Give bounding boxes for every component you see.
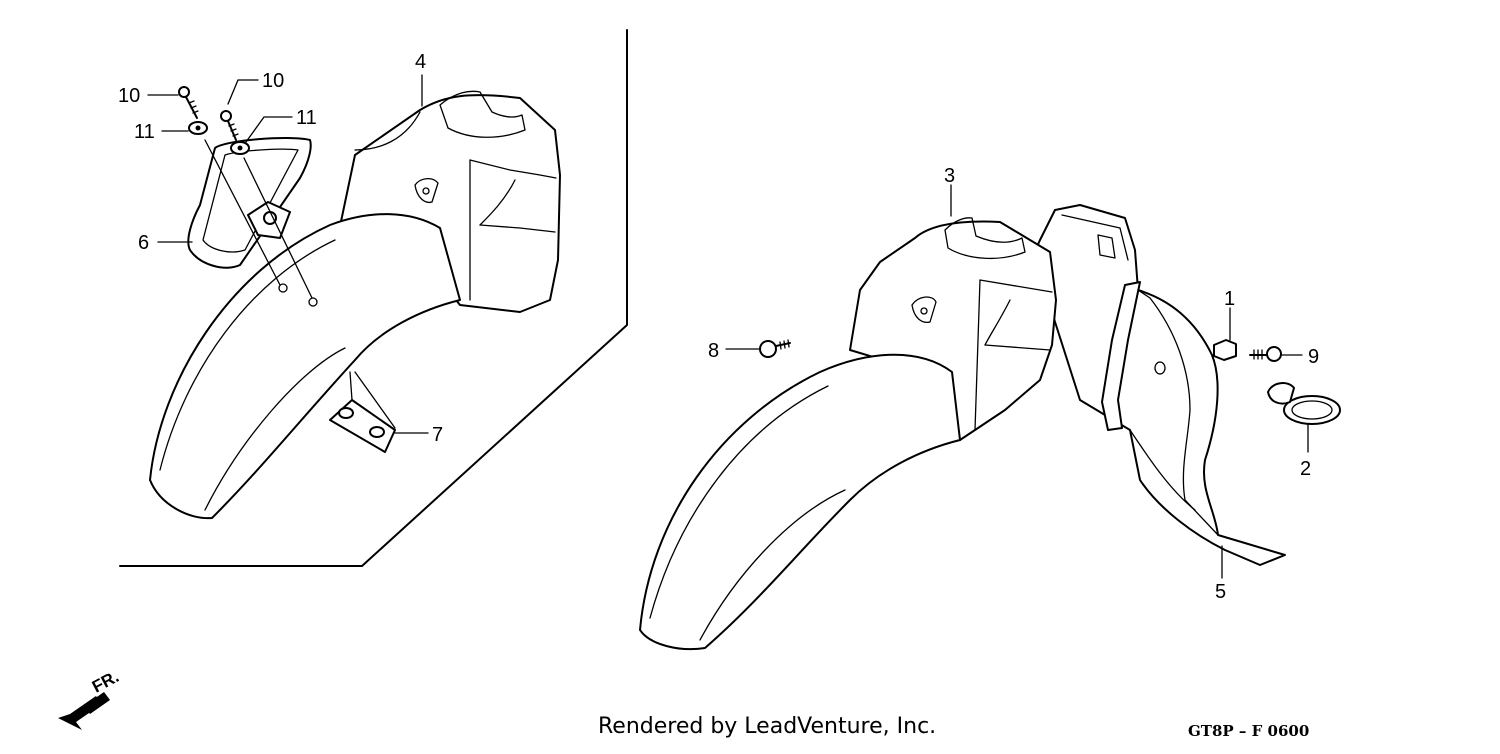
inset-frame [119,29,628,567]
callout-11a: 11 [134,121,155,143]
front-direction-arrow-icon [58,692,110,730]
diagram-code: GT8P – F 0600 [1188,722,1310,740]
callout-10b: 10 [262,70,284,92]
callout-10a: 10 [118,85,140,107]
callout-labels: 1 2 3 4 5 6 7 8 9 10 10 11 11 [118,51,1319,603]
bolt-9 [1249,346,1282,362]
screw-10b [220,110,239,141]
callout-2: 2 [1300,458,1311,480]
callout-7: 7 [432,424,443,446]
front-fender-assembly-right [639,204,1286,651]
front-fender-upper-part-4 [149,86,561,520]
callout-1: 1 [1224,288,1235,310]
callout-6: 6 [138,232,149,254]
callout-11b: 11 [296,107,317,129]
grommet-1 [1213,339,1237,361]
screw-10a [178,86,199,119]
callout-3: 3 [944,165,955,187]
clip-2 [1267,382,1341,425]
leader-lines-right [725,184,1309,579]
callout-4: 4 [415,51,426,73]
leader-lines-left [147,74,429,434]
callout-8: 8 [708,340,719,362]
bolt-8 [759,339,791,358]
callout-5: 5 [1215,581,1226,603]
direction-marker-label: FR. [89,667,122,697]
callout-9: 9 [1308,346,1319,368]
render-credit: Rendered by LeadVenture, Inc. [598,714,937,739]
